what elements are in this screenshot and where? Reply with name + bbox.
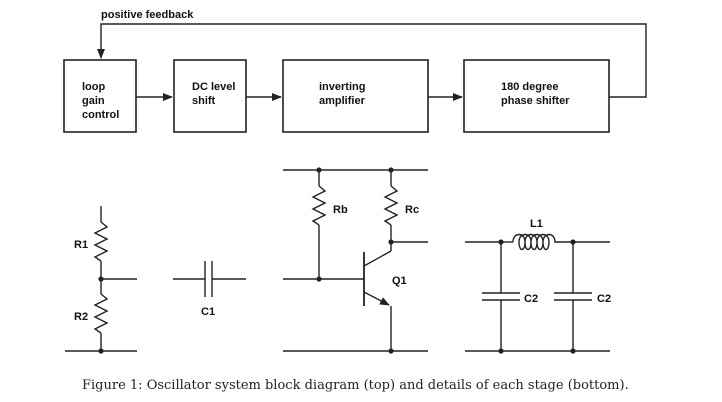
block-inverting-amplifier: inverting amplifier [282, 59, 429, 133]
resistor-r1 [93, 221, 109, 262]
block-box [463, 59, 610, 133]
figure-caption: Figure 1: Oscillator system block diagra… [82, 378, 629, 393]
block-label: amplifier [319, 95, 366, 107]
block-box [282, 59, 429, 133]
feedback-label: positive feedback [101, 9, 194, 21]
feedback-arrow [97, 23, 647, 98]
feedback-path: positive feedback [97, 9, 647, 98]
junction-dot [98, 348, 104, 354]
block-label: inverting [319, 81, 365, 93]
label-l1: L1 [530, 218, 543, 230]
block-box [173, 59, 247, 133]
resistor-r2 [93, 293, 109, 334]
label-c2-right: C2 [597, 293, 611, 305]
block-label: phase shifter [501, 95, 570, 107]
junction-dot [98, 276, 104, 282]
label-c2-left: C2 [524, 293, 538, 305]
inductor-l1 [512, 233, 560, 251]
block-label: gain [82, 95, 105, 107]
label-r2: R2 [74, 311, 88, 323]
block-label: DC level [192, 81, 235, 93]
label-q1: Q1 [392, 275, 407, 287]
block-dc-level-shift: DC level shift [173, 59, 247, 133]
label-c1: C1 [201, 306, 215, 318]
block-label: loop [82, 81, 105, 93]
block-label: shift [192, 95, 216, 107]
block-loop-gain-control: loop gain control [63, 59, 137, 133]
pi-network-circuit: L1 C2 C2 [465, 218, 611, 354]
coupling-capacitor-circuit: C1 [173, 261, 246, 318]
block-phase-shifter: 180 degree phase shifter [463, 59, 610, 133]
block-box [63, 59, 137, 133]
resistor-rb [311, 185, 327, 226]
transistor-amplifier-circuit: Rb Rc Q1 [283, 167, 428, 354]
label-rc: Rc [405, 204, 419, 216]
block-label: 180 degree [501, 81, 558, 93]
block-label: control [82, 109, 119, 121]
resistor-rc [383, 185, 399, 226]
label-r1: R1 [74, 239, 88, 251]
voltage-divider-circuit: R1 R2 [65, 206, 137, 354]
transistor-q1 [363, 242, 392, 351]
label-rb: Rb [333, 204, 348, 216]
